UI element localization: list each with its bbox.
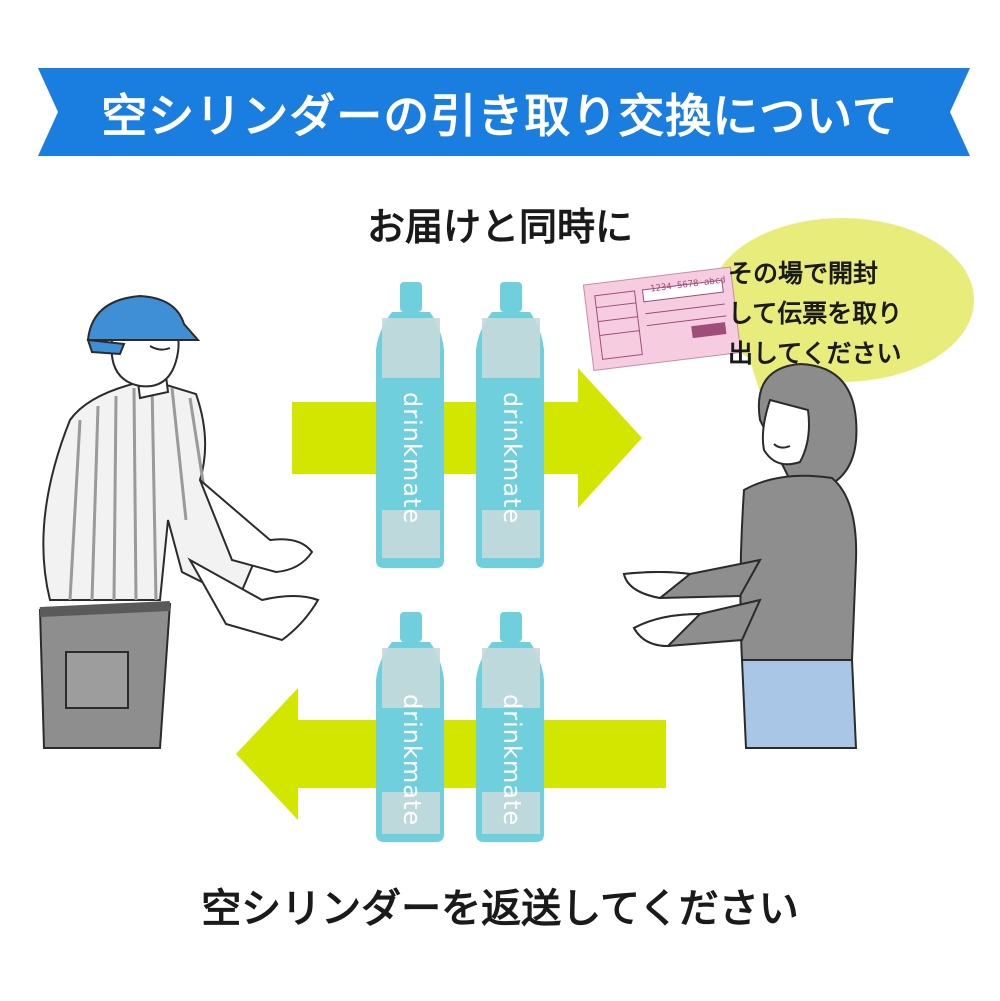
cylinder-2-brand: drinkmate bbox=[498, 392, 526, 525]
speech-bubble-text: その場で開封 して伝票を取り 出してください bbox=[728, 254, 960, 374]
arrow-left bbox=[236, 688, 666, 820]
bubble-line-3: 出してください bbox=[728, 339, 902, 368]
speech-bubble bbox=[710, 218, 974, 392]
bubble-line-1: その場で開封 bbox=[728, 259, 879, 288]
cylinder-1 bbox=[376, 282, 444, 568]
banner-title: 空シリンダーの引き取り交換について bbox=[101, 89, 899, 143]
delivery-slip bbox=[582, 266, 742, 372]
recipient-person bbox=[622, 362, 858, 749]
cylinder-1-brand: drinkmate bbox=[398, 392, 426, 525]
cylinder-3 bbox=[376, 612, 444, 842]
caption-delivery: お届けと同時に bbox=[366, 205, 633, 249]
bubble-line-2: して伝票を取り bbox=[728, 299, 903, 328]
delivery-person bbox=[38, 294, 320, 749]
cylinder-4 bbox=[476, 612, 544, 842]
cylinder-4-brand: drinkmate bbox=[498, 694, 526, 827]
cylinder-3-brand: drinkmate bbox=[398, 694, 426, 827]
banner-shape bbox=[38, 68, 970, 156]
cylinder-2 bbox=[476, 282, 544, 568]
banner-ribbon bbox=[38, 68, 970, 156]
arrow-right bbox=[292, 368, 642, 508]
caption-return: 空シリンダーを返送してください bbox=[201, 886, 799, 932]
